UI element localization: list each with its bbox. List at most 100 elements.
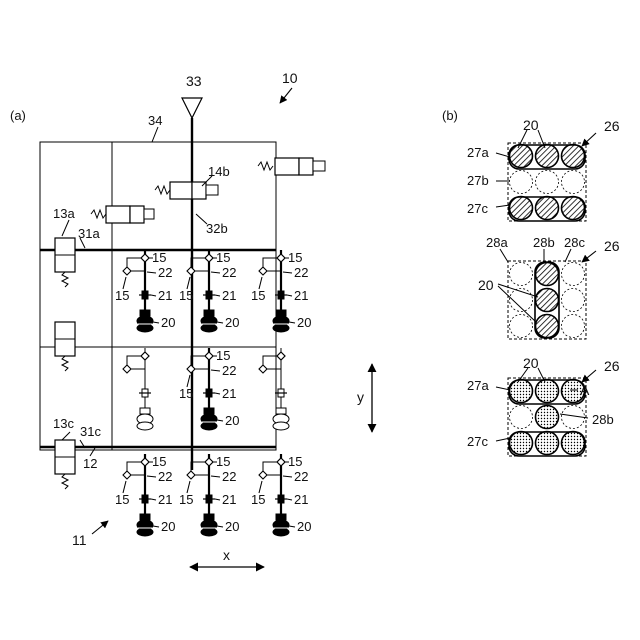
- suction-cell: 1522212015: [179, 250, 239, 332]
- cell-label: 15: [288, 454, 302, 469]
- cell-label: 15: [251, 288, 265, 303]
- cell-label: 21: [294, 288, 308, 303]
- cell-label: 20: [225, 519, 239, 534]
- cell-label: 21: [158, 288, 172, 303]
- label-y: y: [357, 389, 364, 405]
- suction-pad-circle: [510, 406, 533, 429]
- label-x: x: [223, 547, 230, 563]
- label-20-top: 20: [523, 117, 539, 133]
- cell-label: 15: [152, 454, 166, 469]
- suction-cell: 1522212015: [251, 250, 311, 332]
- label-20-mid: 20: [478, 277, 494, 293]
- cell-label: 15: [251, 492, 265, 507]
- label-10: 10: [282, 70, 298, 86]
- panel-b: (b) 26 26 26 20 20 20 27a 27b 27c 28a 28…: [442, 108, 620, 456]
- cell-label: 20: [225, 413, 239, 428]
- suction-pad-circle: [562, 171, 585, 194]
- label-26-top: 26: [604, 118, 620, 134]
- cell-label: 15: [115, 492, 129, 507]
- suction-pad-icon: [140, 310, 150, 316]
- cell-label: 20: [161, 519, 175, 534]
- suction-pad-circle: [562, 263, 585, 286]
- suction-pad-circle: [562, 289, 585, 312]
- label-28a: 28a: [486, 235, 508, 250]
- cell-label: 15: [216, 454, 230, 469]
- label-34: 34: [148, 113, 162, 128]
- label-13c: 13c: [53, 416, 74, 431]
- suction-pad-icon: [204, 408, 214, 414]
- cell-label: 22: [158, 469, 172, 484]
- suction-pad-circle: [536, 289, 559, 312]
- cell-label: 21: [222, 288, 236, 303]
- suction-cell: 1522212015: [179, 348, 239, 430]
- suction-pad-icon: [276, 408, 286, 414]
- suction-pad-circle: [536, 380, 559, 403]
- cell-label: 22: [158, 265, 172, 280]
- suction-pad-circle: [536, 145, 559, 168]
- check-valve-icon: [141, 458, 149, 466]
- suction-pad-circle: [536, 197, 559, 220]
- valve-13a: [55, 238, 75, 287]
- label-28b: 28b: [533, 235, 555, 250]
- cell-label: 22: [294, 469, 308, 484]
- label-A: A: [580, 382, 590, 398]
- label-31a: 31a: [78, 226, 100, 241]
- cell-label: 15: [179, 492, 193, 507]
- suction-cell: 1522212015: [179, 454, 239, 536]
- suction-pad-circle: [562, 315, 585, 338]
- label-33: 33: [186, 73, 202, 89]
- suction-pad-circle: [510, 315, 533, 338]
- cell-label: 20: [297, 519, 311, 534]
- label-26-mid: 26: [604, 238, 620, 254]
- cell-label: 15: [152, 250, 166, 265]
- panel-a-tag: (a): [10, 108, 26, 123]
- cell-label: 21: [222, 386, 236, 401]
- cell-label: 15: [216, 250, 230, 265]
- suction-pad-circle: [510, 171, 533, 194]
- label-20-bottom: 20: [523, 355, 539, 371]
- check-valve-icon: [141, 254, 149, 262]
- cell-label: 22: [222, 265, 236, 280]
- label-12: 12: [83, 456, 97, 471]
- label-32b: 32b: [206, 221, 228, 236]
- label-26-bottom: 26: [604, 358, 620, 374]
- source-triangle: [182, 98, 202, 118]
- pad-layout-grid: [508, 261, 586, 339]
- label-27b: 27b: [467, 173, 489, 188]
- panel-b-tag: (b): [442, 108, 458, 123]
- label-27c: 27c: [467, 201, 488, 216]
- suction-pad-icon: [204, 514, 214, 520]
- cell-label: 15: [216, 348, 230, 363]
- check-valve-icon: [277, 254, 285, 262]
- cell-label: 21: [294, 492, 308, 507]
- suction-pad-icon: [276, 310, 286, 316]
- label-31c: 31c: [80, 424, 101, 439]
- label-14b: 14b: [208, 164, 230, 179]
- suction-cell: 1522212015: [251, 454, 311, 536]
- check-valve-icon: [205, 254, 213, 262]
- suction-pad-circle: [536, 171, 559, 194]
- label-27a: 27a: [467, 145, 489, 160]
- check-valve-icon: [277, 458, 285, 466]
- valve-13b: [55, 322, 75, 371]
- valve-13c: [55, 440, 75, 489]
- suction-cell: 1522212015: [115, 250, 175, 332]
- cell-label: 22: [222, 469, 236, 484]
- check-valve-icon: [141, 352, 149, 360]
- suction-cell: 1522212015: [115, 454, 175, 536]
- suction-pad-icon: [276, 514, 286, 520]
- label-11: 11: [72, 532, 87, 548]
- suction-cell: [259, 348, 289, 430]
- cell-label: 21: [222, 492, 236, 507]
- cell-label: 21: [158, 492, 172, 507]
- suction-pad-circle: [536, 432, 559, 455]
- check-valve-icon: [205, 458, 213, 466]
- cell-label: 20: [297, 315, 311, 330]
- suction-pad-icon: [140, 408, 150, 414]
- check-valve-icon: [205, 352, 213, 360]
- label-28b-bottom: 28b: [592, 412, 614, 427]
- suction-pad-circle: [536, 315, 559, 338]
- label-28c: 28c: [564, 235, 585, 250]
